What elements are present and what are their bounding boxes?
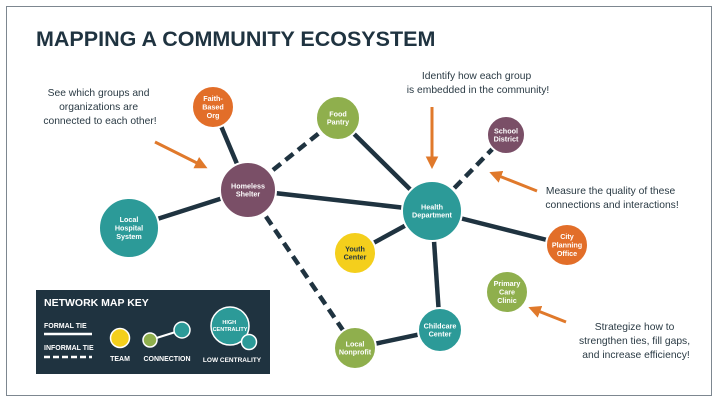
node-faith-circle <box>191 85 235 129</box>
page-title: MAPPING A COMMUNITY ECOSYSTEM <box>36 27 435 51</box>
key-connection-label: CONNECTION <box>143 356 190 363</box>
arrow-see <box>154 140 208 169</box>
node-primary-circle <box>485 270 529 314</box>
key-formal-tie-label: FORMAL TIE <box>44 323 87 330</box>
key-team-circle <box>109 327 131 349</box>
annotations-layer: See which groups and organizations are c… <box>43 71 693 361</box>
node-youth-circle <box>333 231 377 275</box>
key-high-centrality-label: HIGH CENTRALITY <box>213 320 248 333</box>
annotation-measure: Measure the quality of these connections… <box>545 186 678 211</box>
node-city-circle <box>545 223 589 267</box>
node-nonprofit-circle <box>333 326 377 370</box>
key-connection-circle-b <box>173 321 191 339</box>
key-title: NETWORK MAP KEY <box>44 297 149 309</box>
annotation-see: See which groups and organizations are c… <box>43 88 156 127</box>
node-hospital-circle <box>98 197 160 259</box>
node-childcare-circle <box>417 307 463 353</box>
node-shelter-circle <box>219 161 277 219</box>
key-connection-circle-a <box>142 332 158 348</box>
annotation-identify: Identify how each group is embedded in t… <box>407 71 550 96</box>
node-food-circle <box>315 95 361 141</box>
node-health-circle <box>401 180 463 242</box>
arrows-layer <box>154 107 567 324</box>
arrow-strategize <box>528 305 567 324</box>
key-team-label: TEAM <box>110 356 130 363</box>
arrow-measure <box>489 170 538 193</box>
key-low-centrality-label: LOW CENTRALITY <box>203 357 262 364</box>
key-low-centrality-circle <box>240 333 258 351</box>
annotation-strategize: Strategize how to strengthen ties, fill … <box>579 322 693 361</box>
key-high-centrality-circle <box>210 306 250 346</box>
node-school-circle <box>486 115 526 155</box>
key-informal-tie-label: INFORMAL TIE <box>44 345 94 352</box>
network-map-key: NETWORK MAP KEY FORMAL TIE INFORMAL TIE … <box>36 290 270 374</box>
